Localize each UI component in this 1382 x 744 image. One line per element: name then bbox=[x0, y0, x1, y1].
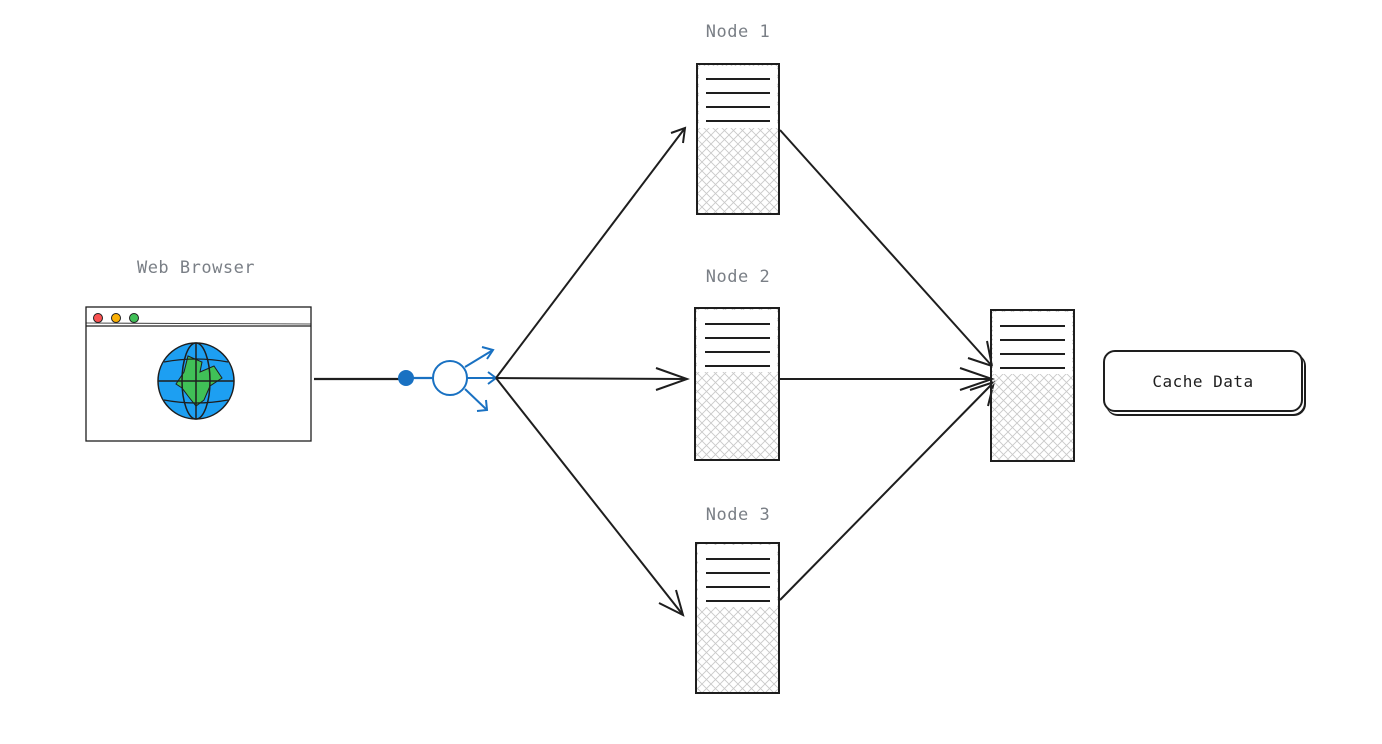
node-1-server-icon bbox=[696, 63, 780, 215]
arrow-to-node-2 bbox=[495, 367, 690, 391]
window-close-dot bbox=[93, 313, 103, 323]
node-2-label: Node 2 bbox=[705, 267, 771, 287]
browser-to-balancer-connector bbox=[314, 376, 432, 381]
arrow-to-node-1 bbox=[495, 126, 687, 379]
arrow-node-3-to-cache bbox=[779, 380, 996, 601]
arrow-node-2-to-cache bbox=[780, 367, 996, 391]
web-browser bbox=[85, 306, 312, 442]
cache-data-box: Cache Data bbox=[1103, 350, 1303, 412]
cache-data-label: Cache Data bbox=[1152, 371, 1254, 391]
web-browser-label: Web Browser bbox=[136, 258, 256, 278]
load-balancer-icon bbox=[398, 346, 498, 412]
node-1-label: Node 1 bbox=[705, 22, 771, 42]
arrow-to-node-3 bbox=[495, 377, 685, 617]
node-3-label: Node 3 bbox=[705, 505, 771, 525]
node-2-server-icon bbox=[694, 307, 780, 461]
node-3-server-icon bbox=[695, 542, 780, 694]
arrow-node-1-to-cache bbox=[779, 129, 994, 368]
globe-icon bbox=[157, 342, 235, 420]
window-minimize-dot bbox=[111, 313, 121, 323]
window-maximize-dot bbox=[129, 313, 139, 323]
cache-server-icon bbox=[990, 309, 1075, 462]
